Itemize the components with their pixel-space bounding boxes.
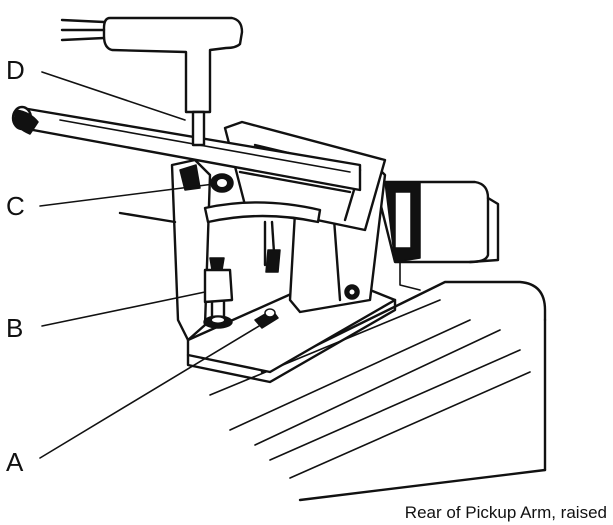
callout-label-d: D <box>6 55 25 85</box>
leader-lines <box>39 71 265 459</box>
figure-caption: Rear of Pickup Arm, raised <box>404 503 607 522</box>
motor-housing <box>373 180 500 291</box>
callout-label-a: A <box>6 447 24 477</box>
pivot-screw <box>210 173 234 193</box>
hex-key-tool <box>60 16 244 147</box>
pickup-arm-tube <box>11 105 362 192</box>
callout-label-c: C <box>6 191 25 221</box>
turntable-base <box>209 280 547 502</box>
height-adjuster <box>203 257 234 329</box>
cue-lever <box>203 201 322 273</box>
callout-label-b: B <box>6 313 23 343</box>
